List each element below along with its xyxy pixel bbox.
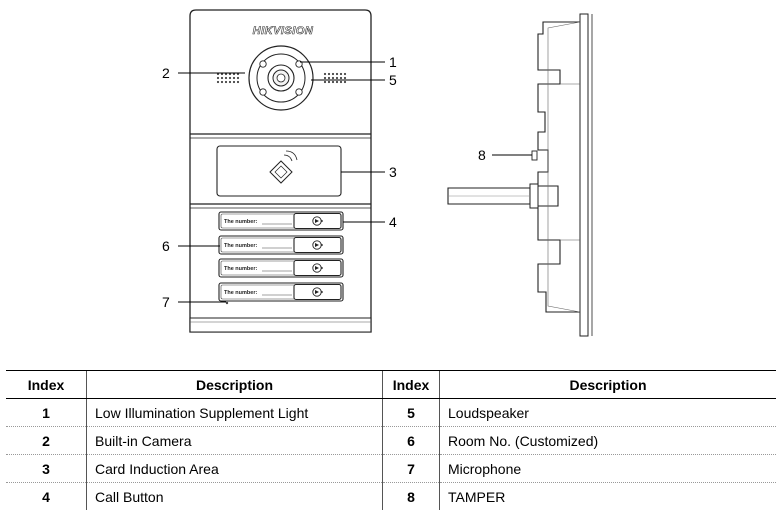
row-description: Card Induction Area bbox=[87, 455, 383, 483]
row-index: 1 bbox=[6, 399, 87, 427]
callout-5: 5 bbox=[389, 72, 397, 88]
row-description: Room No. (Customized) bbox=[440, 427, 777, 455]
callout-4: 4 bbox=[389, 214, 397, 230]
side-body-profile bbox=[538, 22, 580, 312]
supplement-light-4 bbox=[296, 89, 302, 95]
row-description: Microphone bbox=[440, 455, 777, 483]
nameplate-label: The number: bbox=[224, 266, 257, 272]
call-button-row: The number: bbox=[219, 236, 343, 254]
supplement-light-3 bbox=[260, 89, 266, 95]
call-button-row: The number: bbox=[219, 283, 343, 301]
microphone-hole bbox=[226, 302, 228, 304]
supplement-light-1 bbox=[260, 61, 266, 67]
callout-3: 3 bbox=[389, 164, 397, 180]
row-index: 7 bbox=[383, 455, 440, 483]
callout-1: 1 bbox=[389, 54, 397, 70]
row-index: 6 bbox=[383, 427, 440, 455]
brand-logo: HIKVISION bbox=[253, 25, 314, 37]
row-index: 3 bbox=[6, 455, 87, 483]
header-description-2: Description bbox=[440, 371, 777, 399]
call-button-row: The number: bbox=[219, 259, 343, 277]
row-description: Built-in Camera bbox=[87, 427, 383, 455]
callout-8: 8 bbox=[478, 147, 486, 163]
call-button-row: The number: bbox=[219, 212, 343, 230]
row-index: 5 bbox=[383, 399, 440, 427]
table-row: 3 Card Induction Area 7 Microphone bbox=[6, 455, 776, 483]
callout-2: 2 bbox=[162, 65, 170, 81]
table-row: 2 Built-in Camera 6 Room No. (Customized… bbox=[6, 427, 776, 455]
header-index-1: Index bbox=[6, 371, 87, 399]
front-view: HIKVISION The number: The number: The numb… bbox=[162, 10, 397, 332]
row-description: Low Illumination Supplement Light bbox=[87, 399, 383, 427]
tamper-switch bbox=[532, 151, 537, 160]
callout-7: 7 bbox=[162, 294, 170, 310]
door-station-diagram: HIKVISION The number: The number: The numb… bbox=[0, 0, 784, 360]
nameplate-label: The number: bbox=[224, 219, 257, 225]
callout-6: 6 bbox=[162, 238, 170, 254]
nameplate-label: The number: bbox=[224, 290, 257, 296]
header-index-2: Index bbox=[383, 371, 440, 399]
component-table: Index Description Index Description 1 Lo… bbox=[6, 370, 776, 510]
side-view: 8 bbox=[448, 14, 592, 336]
row-description: Loudspeaker bbox=[440, 399, 777, 427]
row-index: 2 bbox=[6, 427, 87, 455]
nameplate-label: The number: bbox=[224, 243, 257, 249]
table-row: 1 Low Illumination Supplement Light 5 Lo… bbox=[6, 399, 776, 427]
header-description-1: Description bbox=[87, 371, 383, 399]
side-back-plate bbox=[580, 14, 588, 336]
table-header-row: Index Description Index Description bbox=[6, 371, 776, 399]
